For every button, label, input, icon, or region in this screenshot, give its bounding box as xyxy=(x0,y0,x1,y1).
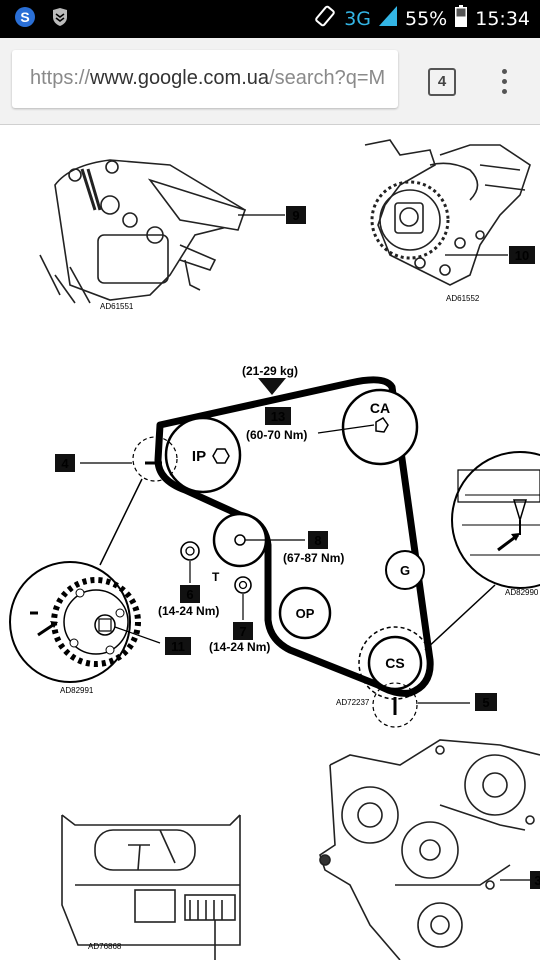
figure-code-main: AD72237 xyxy=(336,698,370,707)
url-path: /search?q=М xyxy=(269,67,386,89)
clock: 15:34 xyxy=(475,7,530,30)
shield-notification-icon xyxy=(52,8,68,31)
app-notification-icon: S xyxy=(14,6,36,33)
browser-toolbar: https://www.google.com.ua/search?q=М 4 xyxy=(0,38,540,125)
tensioner-pulley: T xyxy=(212,512,268,584)
callout-3: 3 xyxy=(534,873,540,888)
callout-13: 13 xyxy=(271,409,285,424)
figure-code-top-right: AD61552 xyxy=(446,294,480,303)
timing-belt-diagram: 9 AD61551 10 AD61552 (21-29 kg) IP CA xyxy=(9,139,540,961)
top-right-camshaft-figure xyxy=(364,139,531,286)
timing-belt xyxy=(154,376,434,697)
label-t: T xyxy=(212,570,220,584)
status-bar: S 3G 55% 15:34 xyxy=(0,0,540,38)
pulley-op: OP xyxy=(278,586,332,640)
bolt-7-icon xyxy=(234,576,252,620)
torque-7: (14-24 Nm) xyxy=(209,640,270,654)
torque-13: (60-70 Nm) xyxy=(246,428,307,442)
pulley-cs: CS xyxy=(358,626,432,700)
pulley-op-label: OP xyxy=(296,606,315,621)
address-bar[interactable]: https://www.google.com.ua/search?q=М xyxy=(12,50,398,108)
callout-6: 6 xyxy=(186,587,193,602)
url-host: www.google.com.ua xyxy=(90,67,270,89)
battery-percent: 55% xyxy=(405,7,448,30)
url-text[interactable]: https://www.google.com.ua/search?q=М xyxy=(30,67,385,90)
callout-10: 10 xyxy=(515,248,529,263)
figure-code-zoom-right: AD82990 xyxy=(505,588,539,597)
url-scheme: https:// xyxy=(30,67,91,89)
callout-4: 4 xyxy=(61,456,69,471)
pulley-g-label: G xyxy=(400,563,410,578)
torque-8: (67-87 Nm) xyxy=(283,551,344,565)
svg-text:S: S xyxy=(20,9,29,25)
network-type: 3G xyxy=(344,7,371,30)
rotate-icon xyxy=(314,5,336,32)
bolt-6-icon xyxy=(180,541,200,583)
figure-code-top-left: AD61551 xyxy=(100,302,134,311)
pulley-ca-label: CA xyxy=(370,400,390,416)
figure-code-zoom-left: AD82991 xyxy=(60,686,94,695)
signal-icon xyxy=(379,6,397,31)
callout-11: 11 xyxy=(171,639,185,654)
pulley-ca: CA xyxy=(341,388,419,466)
overflow-menu-icon[interactable] xyxy=(494,66,514,96)
zoom-detail-left xyxy=(9,561,141,683)
battery-icon xyxy=(455,5,468,32)
callout-9: 9 xyxy=(292,208,299,223)
pulley-ip: IP xyxy=(164,416,242,494)
figure-code-bottom-left: AD76868 xyxy=(88,942,122,951)
bottom-left-figure xyxy=(61,814,241,960)
bottom-right-engine-figure xyxy=(319,739,540,961)
pulley-cs-label: CS xyxy=(385,655,404,671)
pulley-g: G xyxy=(385,550,425,590)
pulley-ip-label: IP xyxy=(192,448,206,465)
callout-8: 8 xyxy=(314,533,321,548)
callout-5: 5 xyxy=(482,695,489,710)
web-page-content[interactable]: 9 AD61551 10 AD61552 (21-29 kg) IP CA xyxy=(0,125,540,961)
top-left-engine-figure xyxy=(39,159,247,304)
torque-6: (14-24 Nm) xyxy=(158,604,219,618)
tab-switcher-button[interactable]: 4 xyxy=(428,68,456,96)
tension-spec: (21-29 kg) xyxy=(242,364,298,378)
tension-arrow-icon xyxy=(258,378,286,395)
callout-7: 7 xyxy=(239,624,246,639)
zoom-detail-right xyxy=(451,451,540,589)
